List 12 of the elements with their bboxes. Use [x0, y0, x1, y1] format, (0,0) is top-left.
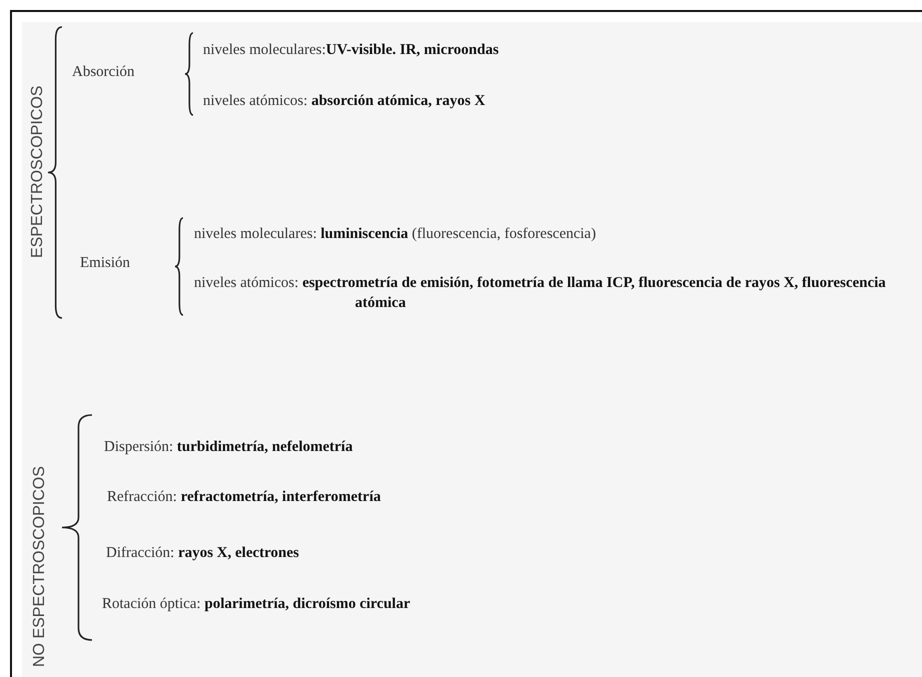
- text-label: niveles atómicos: absorción atómica, rayos X: [203, 92, 486, 111]
- text-label: niveles moleculares: luminiscencia (fluorescencia, fosforescencia): [194, 225, 596, 244]
- text-label: Difracción: rayos X, electrones: [106, 544, 299, 563]
- category-heading: NO ESPECTROSCOPICOS: [30, 466, 49, 667]
- text-label: Rotación óptica: polarimetría, dicroísmo circular: [102, 595, 410, 614]
- text-label: Emisión: [80, 254, 130, 273]
- category-heading: ESPECTROSCOPICOS: [28, 86, 47, 258]
- text-label: niveles moleculares:UV-visible. IR, microondas: [203, 41, 499, 60]
- text-label: Absorción: [72, 63, 134, 82]
- text-label: Refracción: refractometría, interferometría: [107, 488, 381, 507]
- text-label: niveles atómicos: espectrometría de emisión, fotometría de llama ICP, fluorescencia de rayos X, fluorescencia atómica: [194, 274, 887, 313]
- text-label: Dispersión: turbidimetría, nefelometría: [104, 438, 353, 457]
